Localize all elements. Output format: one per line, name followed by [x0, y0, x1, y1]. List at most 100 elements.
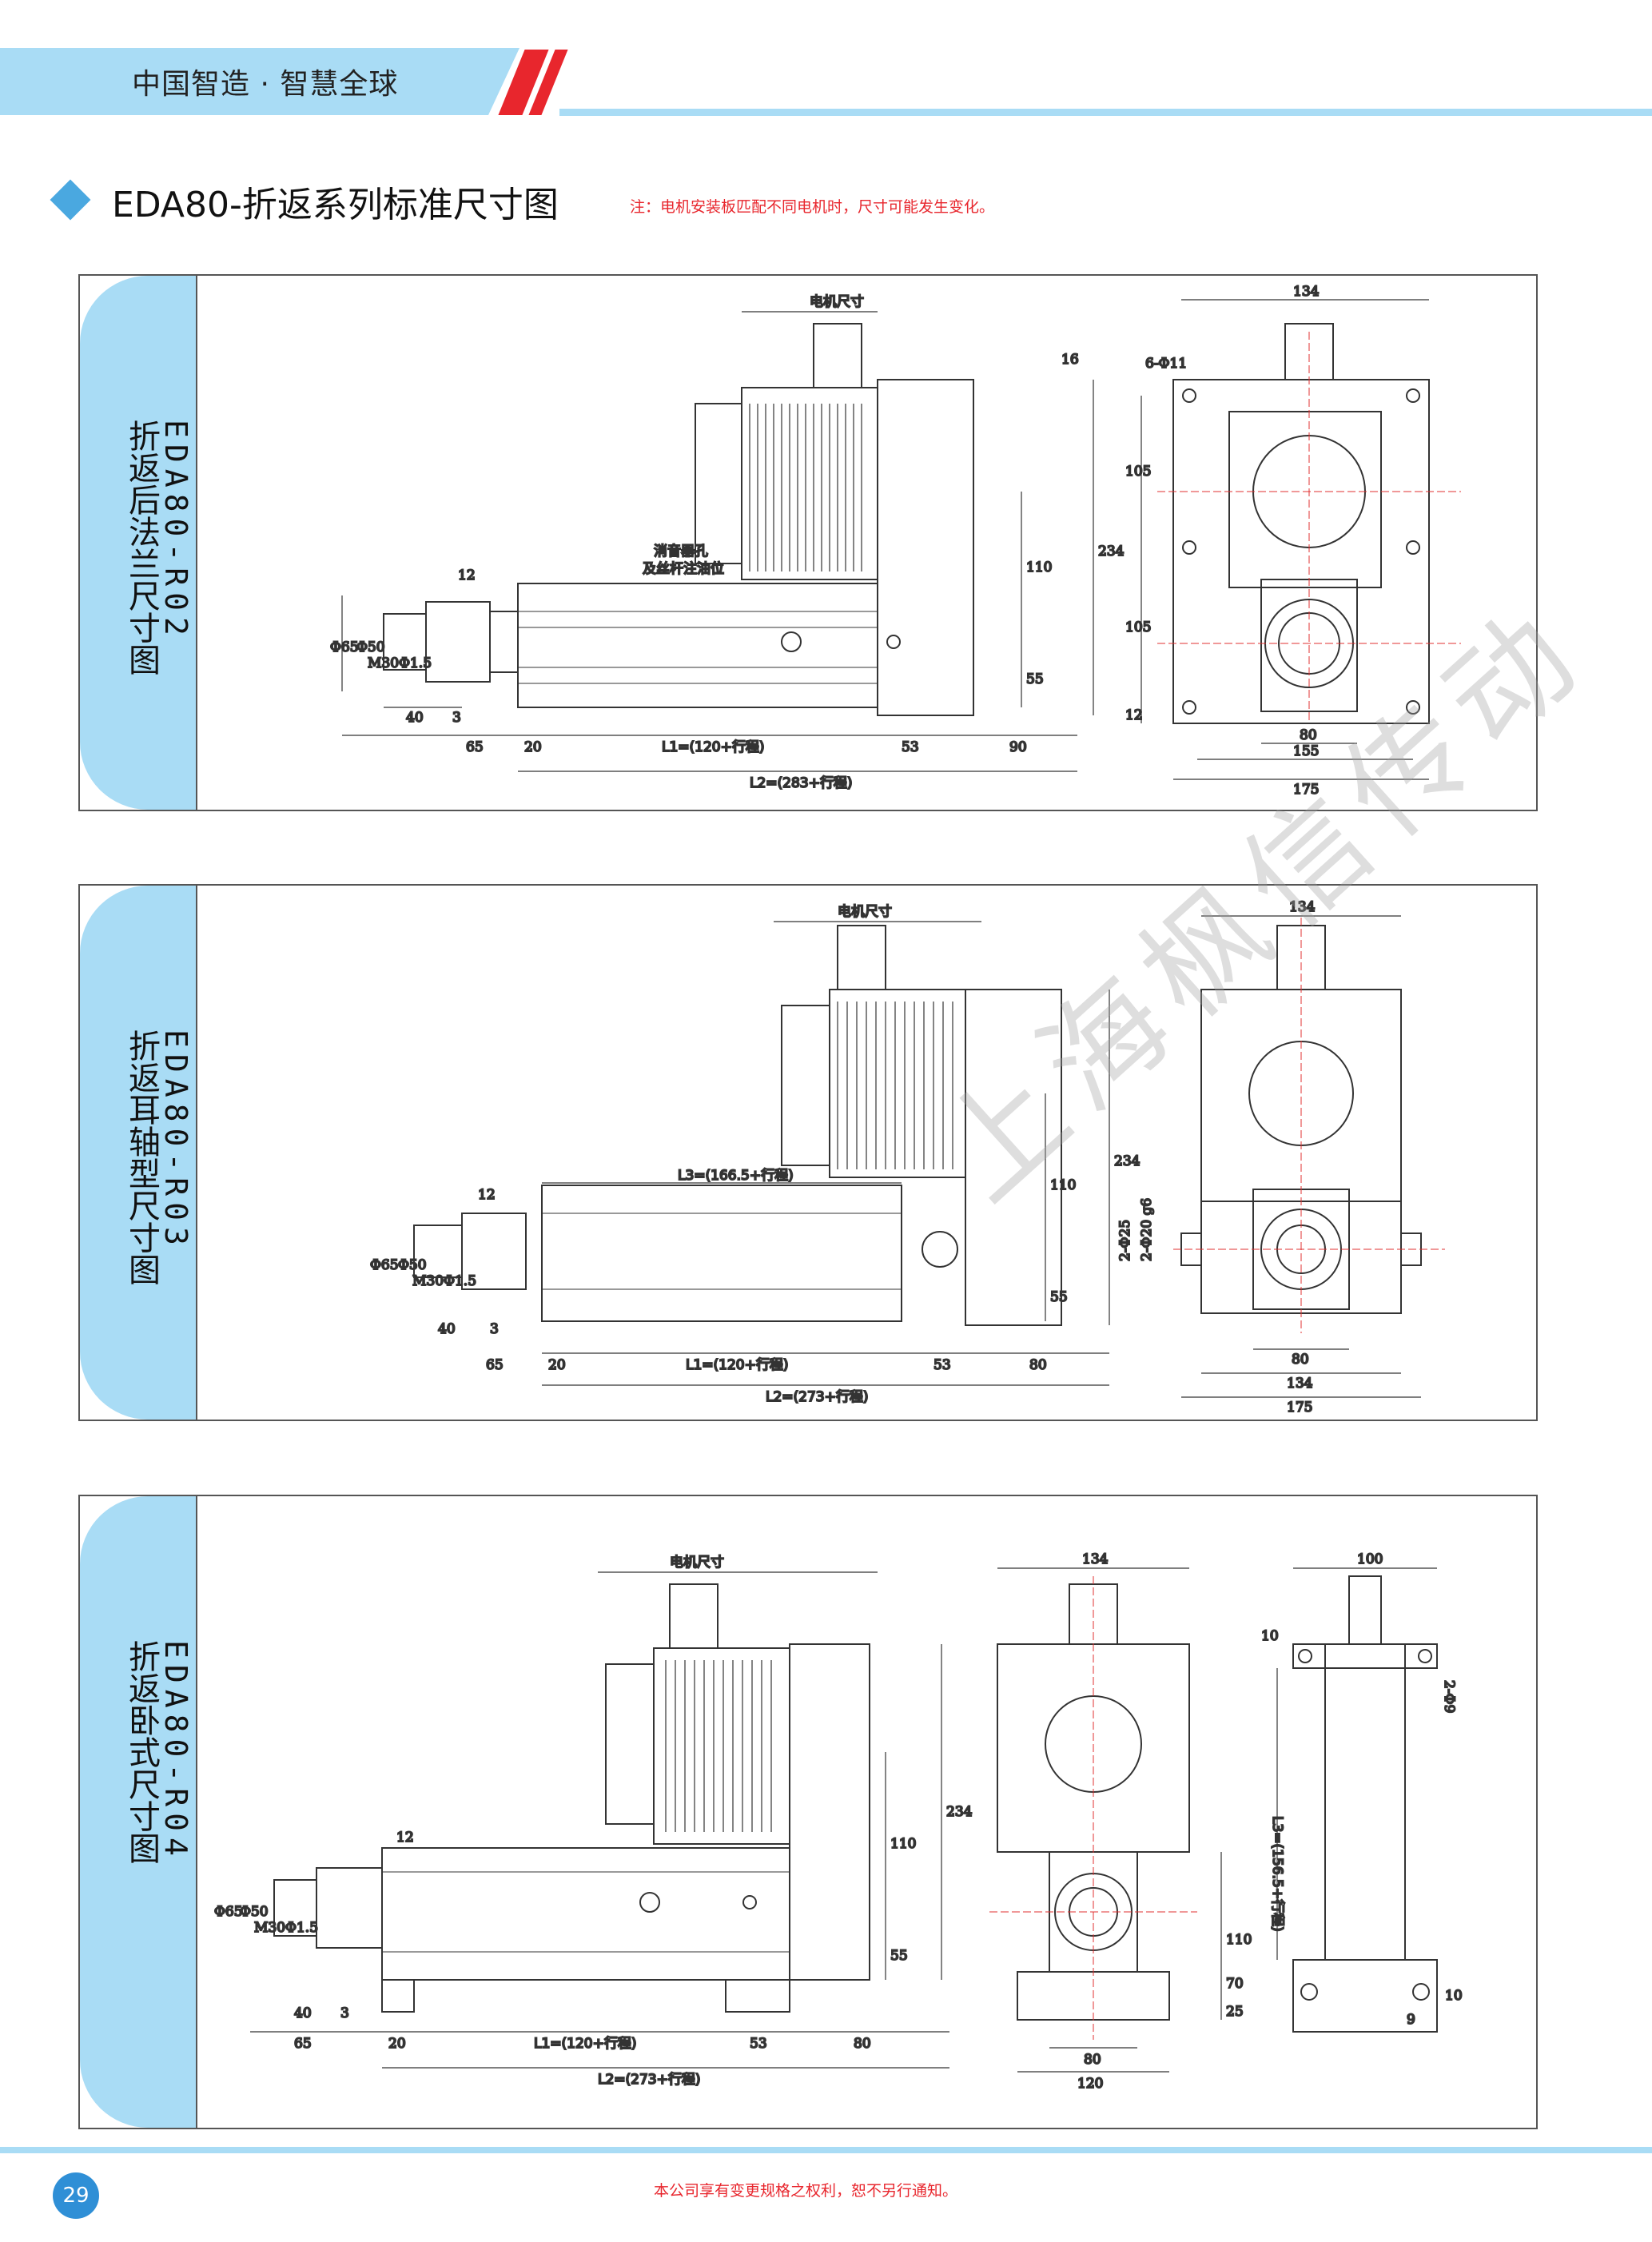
label-l1: L1=(120+行程)	[534, 2036, 637, 2052]
panel-title: 折返后法兰尺寸图	[123, 420, 160, 675]
dim-234: 234	[946, 1804, 972, 1820]
dim-80: 80	[854, 2036, 871, 2052]
label-l1: L1=(120+行程)	[662, 739, 765, 755]
technical-drawing-r02: 电机尺寸 消音器孔 及丝杆注油位 L1=(120+行程) L2=(283+行程)…	[329, 283, 1461, 798]
panel-tab: 折返卧式尺寸图 EDA80-R04	[80, 1496, 197, 2128]
dim-80-side: 80	[1084, 2052, 1101, 2068]
dim-12: 12	[478, 1187, 496, 1203]
panel-tab: 折返后法兰尺寸图 EDA80-R02	[80, 276, 197, 810]
label-2-holes: 2-Φ9	[1441, 1680, 1457, 1713]
dimension-lines	[542, 921, 1110, 1386]
label-trunnion-20: 2-Φ20 g6	[1139, 1198, 1155, 1261]
label-motor-size: 电机尺寸	[810, 294, 864, 310]
panel-title: 折返耳轴型尺寸图	[123, 1029, 160, 1285]
dim-9: 9	[1407, 2012, 1415, 2028]
dim-234: 234	[1098, 544, 1124, 560]
dim-65: 65	[486, 1357, 504, 1373]
dim-53: 53	[902, 739, 919, 755]
dim-m30: M30Φ1.5	[412, 1273, 476, 1289]
dim-12-side: 12	[1125, 707, 1143, 723]
side-view-r02	[1157, 323, 1461, 724]
dim-105a: 105	[1125, 464, 1151, 480]
dim-110: 110	[890, 1836, 916, 1852]
dim-12: 12	[458, 567, 476, 583]
dim-phi65: Φ65	[214, 1904, 243, 1920]
dim-20: 20	[548, 1357, 566, 1373]
dim-10a: 10	[1261, 1628, 1279, 1644]
dim-m30: M30Φ1.5	[368, 655, 432, 671]
label-l2: L2=(273+行程)	[598, 2072, 701, 2088]
dim-134: 134	[1289, 899, 1315, 915]
side-dimension-lines	[1140, 299, 1429, 780]
dim-134: 134	[1082, 1551, 1108, 1567]
motor-drawing	[781, 925, 1062, 1326]
dim-234: 234	[1114, 1153, 1140, 1169]
dim-80: 80	[1029, 1357, 1047, 1373]
dim-phi65: Φ65	[370, 1257, 399, 1273]
dim-175: 175	[1293, 782, 1319, 798]
dim-10b: 10	[1445, 1988, 1463, 2004]
technical-drawing-r04: 电机尺寸 L1=(120+行程) L2=(273+行程) 12 Φ65 Φ50 …	[213, 1551, 1463, 2093]
label-muffler: 消音器孔	[654, 544, 708, 560]
dim-53: 53	[750, 2036, 767, 2052]
dim-80: 80	[1300, 727, 1317, 743]
panel-tab: 折返耳轴型尺寸图 EDA80-R03	[80, 886, 197, 1420]
header-band	[0, 48, 519, 115]
section-title: EDA80-折返系列标准尺寸图	[112, 185, 559, 225]
dim-120: 120	[1077, 2076, 1103, 2092]
section-note: 注：电机安装板匹配不同电机时，尺寸可能发生变化。	[630, 198, 995, 216]
technical-drawing-r03: 电机尺寸 L3=(166.5+行程) L1=(120+行程) L2=(273+行…	[369, 898, 1445, 1416]
label-motor-size: 电机尺寸	[670, 1555, 724, 1571]
dim-phi50: Φ50	[356, 639, 385, 655]
label-l1: L1=(120+行程)	[686, 1357, 789, 1373]
dimension-lines	[250, 1571, 949, 2069]
side-view-r04	[989, 1576, 1197, 2040]
panel-model: EDA80-R04	[158, 1640, 193, 1862]
label-l2: L2=(283+行程)	[750, 775, 853, 791]
page-number: 29	[53, 2172, 99, 2219]
panel-model: EDA80-R02	[158, 420, 193, 642]
dim-53: 53	[933, 1357, 951, 1373]
drawing-panel-r02: 折返后法兰尺寸图 EDA80-R02	[78, 274, 1538, 811]
dim-3: 3	[340, 2005, 349, 2021]
drawing-panel-r04: 折返卧式尺寸图 EDA80-R04	[78, 1495, 1538, 2129]
footer-notice: 本公司享有变更规格之权利，恕不另行通知。	[654, 2182, 958, 2200]
dim-110: 110	[1050, 1177, 1076, 1193]
dim-80-side: 80	[1292, 1352, 1309, 1368]
dim-110: 110	[1026, 560, 1052, 575]
dim-40: 40	[438, 1321, 456, 1337]
dim-134: 134	[1293, 284, 1319, 300]
panel-title: 折返卧式尺寸图	[123, 1640, 160, 1864]
dim-20: 20	[388, 2036, 406, 2052]
header-rule	[559, 109, 1652, 116]
dim-90: 90	[1009, 739, 1027, 755]
dim-40: 40	[406, 710, 424, 726]
label-l2: L2=(273+行程)	[766, 1389, 869, 1405]
dim-55: 55	[890, 1948, 908, 1964]
dim-70: 70	[1226, 1976, 1244, 1992]
drawing-panel-r03: 折返耳轴型尺寸图 EDA80-R03 电机尺寸 L3=(166.5	[78, 884, 1538, 1421]
diamond-icon	[50, 179, 91, 221]
dim-100: 100	[1357, 1551, 1383, 1567]
dim-175: 175	[1287, 1400, 1312, 1416]
label-l3: L3=(156.5+行程)	[1269, 1816, 1285, 1932]
dim-phi50: Φ50	[398, 1257, 427, 1273]
side-view-r03	[1173, 918, 1445, 1333]
dim-65: 65	[466, 739, 484, 755]
dim-phi65: Φ65	[330, 639, 359, 655]
panel-model: EDA80-R03	[158, 1029, 193, 1252]
label-l3: L3=(166.5+行程)	[678, 1168, 794, 1184]
label-motor-size: 电机尺寸	[838, 904, 892, 920]
dim-110-side: 110	[1226, 1932, 1252, 1948]
footer-rule	[0, 2147, 1652, 2153]
dim-40: 40	[294, 2005, 312, 2021]
dim-25: 25	[1226, 2004, 1244, 2020]
dim-105b: 105	[1125, 619, 1151, 635]
dim-3: 3	[452, 710, 461, 726]
dim-16: 16	[1061, 352, 1079, 368]
dim-12: 12	[396, 1830, 414, 1846]
top-view-r04	[1292, 1575, 1438, 2033]
dim-155: 155	[1293, 743, 1319, 759]
motor-drawing	[695, 323, 974, 716]
side-dimension-lines	[1181, 915, 1421, 1398]
